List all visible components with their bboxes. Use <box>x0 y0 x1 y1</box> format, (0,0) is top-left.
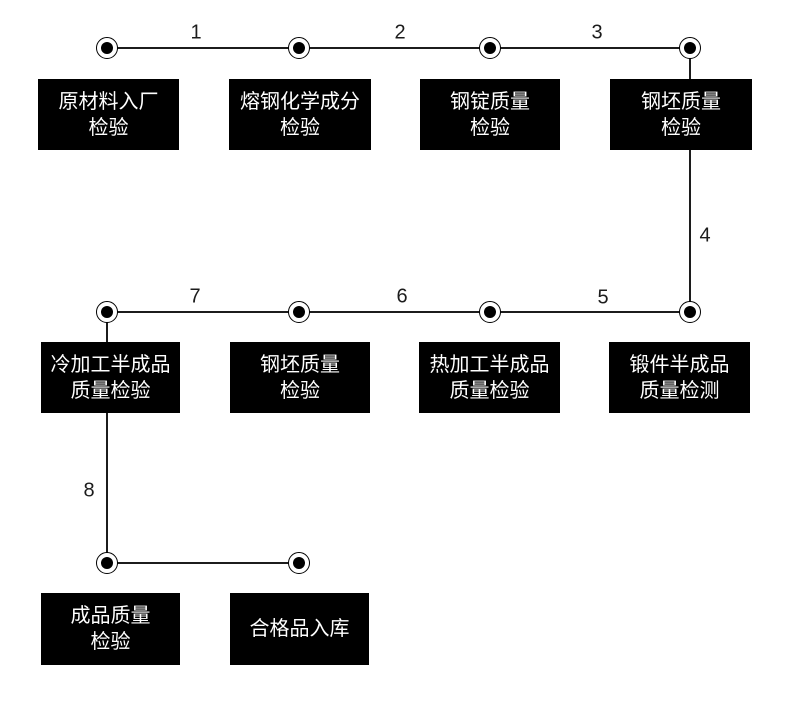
connector-node <box>479 301 501 323</box>
edge-line <box>490 47 690 49</box>
connector-node-dot <box>293 42 305 54</box>
edge-line <box>490 311 690 313</box>
process-box-label: 熔钢化学成分 <box>240 90 360 113</box>
process-box: 熔钢化学成分检验 <box>229 79 371 150</box>
process-box: 合格品入库 <box>230 593 369 665</box>
connector-node <box>96 301 118 323</box>
process-box: 冷加工半成品质量检验 <box>41 342 180 413</box>
edge-line <box>299 47 490 49</box>
edge-line <box>107 311 299 313</box>
process-box-label: 合格品入库 <box>249 618 350 640</box>
connector-node-dot <box>101 306 113 318</box>
process-box: 原材料入厂检验 <box>38 79 179 150</box>
connector-node-dot <box>484 42 496 54</box>
edge-number-label: 4 <box>699 224 711 247</box>
process-box: 钢锭质量检验 <box>420 79 560 150</box>
process-box-label: 检验 <box>88 116 129 139</box>
edge-number-label: 3 <box>591 21 603 44</box>
process-box-label: 检验 <box>661 116 701 139</box>
process-box-label: 热加工半成品 <box>429 353 550 376</box>
process-box: 钢坯质量检验 <box>610 79 752 150</box>
connector-node-dot <box>101 557 113 569</box>
process-box-label: 质量检验 <box>70 379 151 402</box>
connector-node <box>288 552 310 574</box>
connector-node-dot <box>684 306 696 318</box>
process-box-label: 检验 <box>90 631 131 653</box>
process-box: 钢坯质量检验 <box>230 342 370 413</box>
edge-line <box>106 312 108 563</box>
edge-number-label: 2 <box>394 21 406 44</box>
connector-node-dot <box>101 42 113 54</box>
connector-node <box>288 37 310 59</box>
process-box-label: 钢坯质量 <box>260 353 340 376</box>
connector-node <box>479 37 501 59</box>
edge-number-label: 5 <box>597 286 609 309</box>
edge-line <box>107 47 299 49</box>
process-box: 成品质量检验 <box>41 593 180 665</box>
connector-node-dot <box>684 42 696 54</box>
process-box-label: 成品质量 <box>70 605 151 627</box>
process-box-label: 检验 <box>280 379 320 402</box>
edge-number-label: 1 <box>190 21 202 44</box>
process-box-label: 冷加工半成品 <box>50 353 171 376</box>
connector-node <box>679 37 701 59</box>
edge-number-label: 8 <box>83 479 95 502</box>
edge-line <box>689 48 691 312</box>
edge-line <box>299 311 490 313</box>
connector-node <box>96 37 118 59</box>
process-box-label: 质量检测 <box>639 379 720 402</box>
process-box-label: 钢坯质量 <box>641 90 721 113</box>
process-box: 热加工半成品质量检验 <box>419 342 560 413</box>
connector-node-dot <box>484 306 496 318</box>
connector-node-dot <box>293 557 305 569</box>
process-box-label: 锻件半成品 <box>629 353 730 376</box>
edge-number-label: 6 <box>396 285 408 308</box>
process-box-label: 检验 <box>470 116 510 139</box>
process-box-label: 原材料入厂 <box>58 90 159 113</box>
edge-number-label: 7 <box>189 285 201 308</box>
connector-node-dot <box>293 306 305 318</box>
connector-node <box>679 301 701 323</box>
process-box: 锻件半成品质量检测 <box>609 342 750 413</box>
process-box-label: 钢锭质量 <box>450 90 530 113</box>
process-box-label: 质量检验 <box>449 379 530 402</box>
edge-line <box>107 562 299 564</box>
connector-node <box>288 301 310 323</box>
process-box-label: 检验 <box>280 116 320 139</box>
connector-node <box>96 552 118 574</box>
